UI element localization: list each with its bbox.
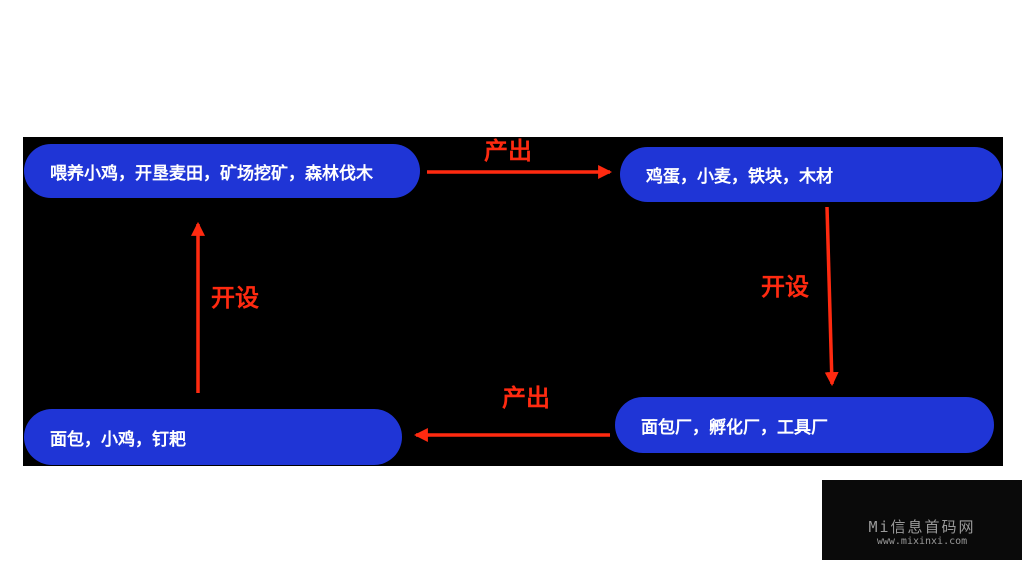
edge-label-right: 开设 bbox=[761, 273, 809, 301]
watermark-url: www.mixinxi.com bbox=[876, 536, 968, 547]
watermark-title: Mi信息首码网 bbox=[868, 518, 976, 536]
node-factories: 面包厂，孵化厂，工具厂 bbox=[615, 397, 994, 453]
arrow-right bbox=[824, 206, 839, 387]
edge-label-bottom: 产出 bbox=[502, 384, 550, 412]
node-raw-materials: 鸡蛋，小麦，铁块，木材 bbox=[620, 147, 1002, 202]
edge-label-left: 开设 bbox=[211, 284, 259, 312]
watermark: Mi信息首码网 www.mixinxi.com bbox=[822, 480, 1022, 560]
node-products: 面包，小鸡，钉耙 bbox=[24, 409, 402, 465]
edge-label-top: 产出 bbox=[484, 137, 532, 165]
node-activities: 喂养小鸡，开垦麦田，矿场挖矿，森林伐木 bbox=[24, 144, 420, 198]
